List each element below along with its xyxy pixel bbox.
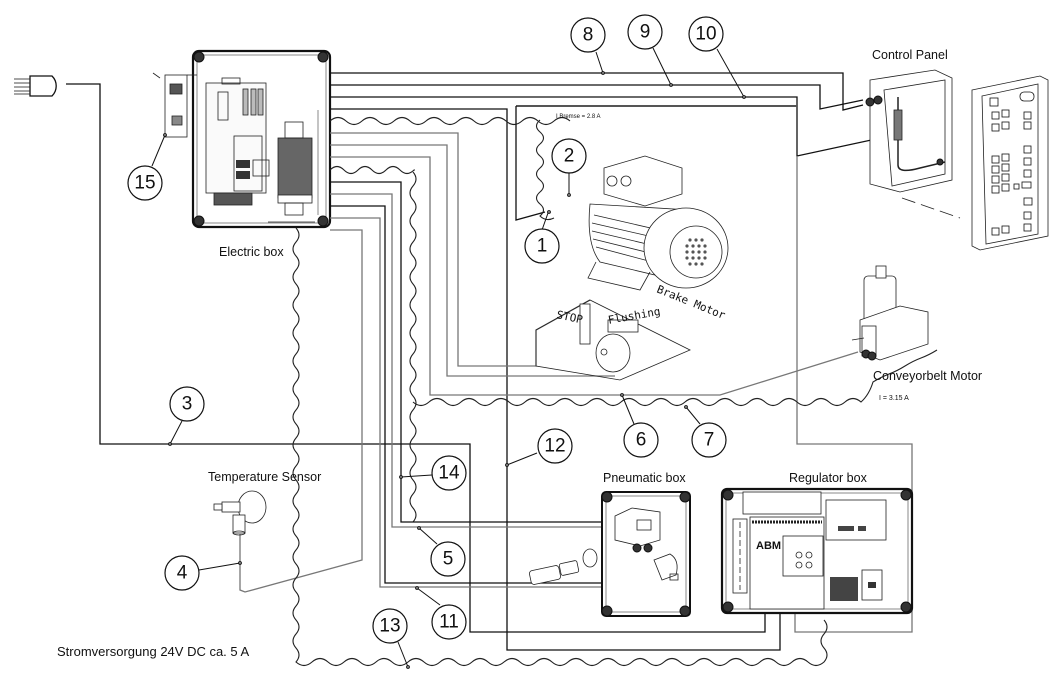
callout-6: 6 [620,393,659,458]
cable-6 [330,156,859,396]
cable-2 [329,116,571,126]
svg-text:10: 10 [695,24,716,45]
power-supply-label: Stromversorgung 24V DC ca. 5 A [57,644,250,659]
svg-text:12: 12 [544,436,565,457]
temperature-sensor-icon [213,490,267,536]
conveyor-motor-icon [851,265,929,361]
callout-3: 3 [168,386,205,446]
cable-8 [330,72,864,111]
cable-10 [330,96,891,157]
brake-motor-label: Brake Motor [655,283,728,322]
pneumatic-box-label: Pneumatic box [603,471,686,485]
callout-9: 9 [627,14,673,87]
svg-text:14: 14 [438,463,460,484]
svg-text:3: 3 [182,394,193,415]
svg-text:6: 6 [636,430,647,451]
conveyor-motor-label: Conveyorbelt Motor [873,369,982,383]
cable-11 [330,217,675,588]
cable-13-wave-a [329,165,415,175]
brake-motor-icon [587,155,729,291]
power-plug-icon [14,75,57,97]
callout-12: 12 [505,428,573,467]
svg-text:5: 5 [443,549,454,570]
callout-2: 2 [551,138,587,197]
callout-15: 15 [127,133,167,201]
callout-11: 11 [415,586,467,640]
key-switch-icon [152,72,197,138]
temperature-sensor-label: Temperature Sensor [208,470,321,484]
svg-text:9: 9 [640,22,651,43]
callout-8: 8 [570,17,606,75]
svg-text:13: 13 [379,616,400,637]
stop-label: STOP [555,308,584,326]
regulator-box-label: Regulator box [789,471,868,485]
stop-flushing-assembly [535,299,691,381]
cable-9 [330,84,864,110]
pneumatic-connector-icon [529,548,598,585]
callout-13: 13 [372,608,410,669]
brake-motor-frame [515,105,797,221]
electric-box [191,49,332,229]
cable-3 [66,83,766,633]
callout-10: 10 [688,16,746,99]
control-panel-label: Control Panel [872,48,948,62]
control-panel-enclosure [865,69,961,219]
callout-4: 4 [164,555,242,591]
callout-5: 5 [417,526,466,577]
cable-5b [330,205,672,584]
svg-text:15: 15 [134,173,155,194]
conveyor-current-note: I = 3.15 A [879,395,909,402]
brake-current-note: I Bremse = 2.8 A [556,114,601,120]
svg-text:1: 1 [537,236,548,257]
cable-14 [330,181,610,523]
cable-7-vertical [409,171,417,523]
svg-text:2: 2 [564,146,575,167]
pneumatic-box [601,491,691,617]
svg-text:4: 4 [177,563,188,584]
cable-12 [330,108,781,651]
callout-1: 1 [524,210,560,264]
cable-flushing [330,144,615,377]
svg-text:7: 7 [704,430,715,451]
svg-text:8: 8 [583,25,594,46]
cable-5 [330,193,608,528]
cable-13 [292,227,828,667]
electric-box-label: Electric box [219,245,284,259]
cable-7-horizontal [412,349,938,407]
callout-7: 7 [684,405,727,458]
svg-text:11: 11 [439,612,459,633]
callout-14: 14 [399,455,467,491]
control-panel-front [971,75,1049,251]
abm-module-label: ABM [756,540,781,552]
cable-4 [239,229,363,593]
regulator-box [720,487,914,615]
